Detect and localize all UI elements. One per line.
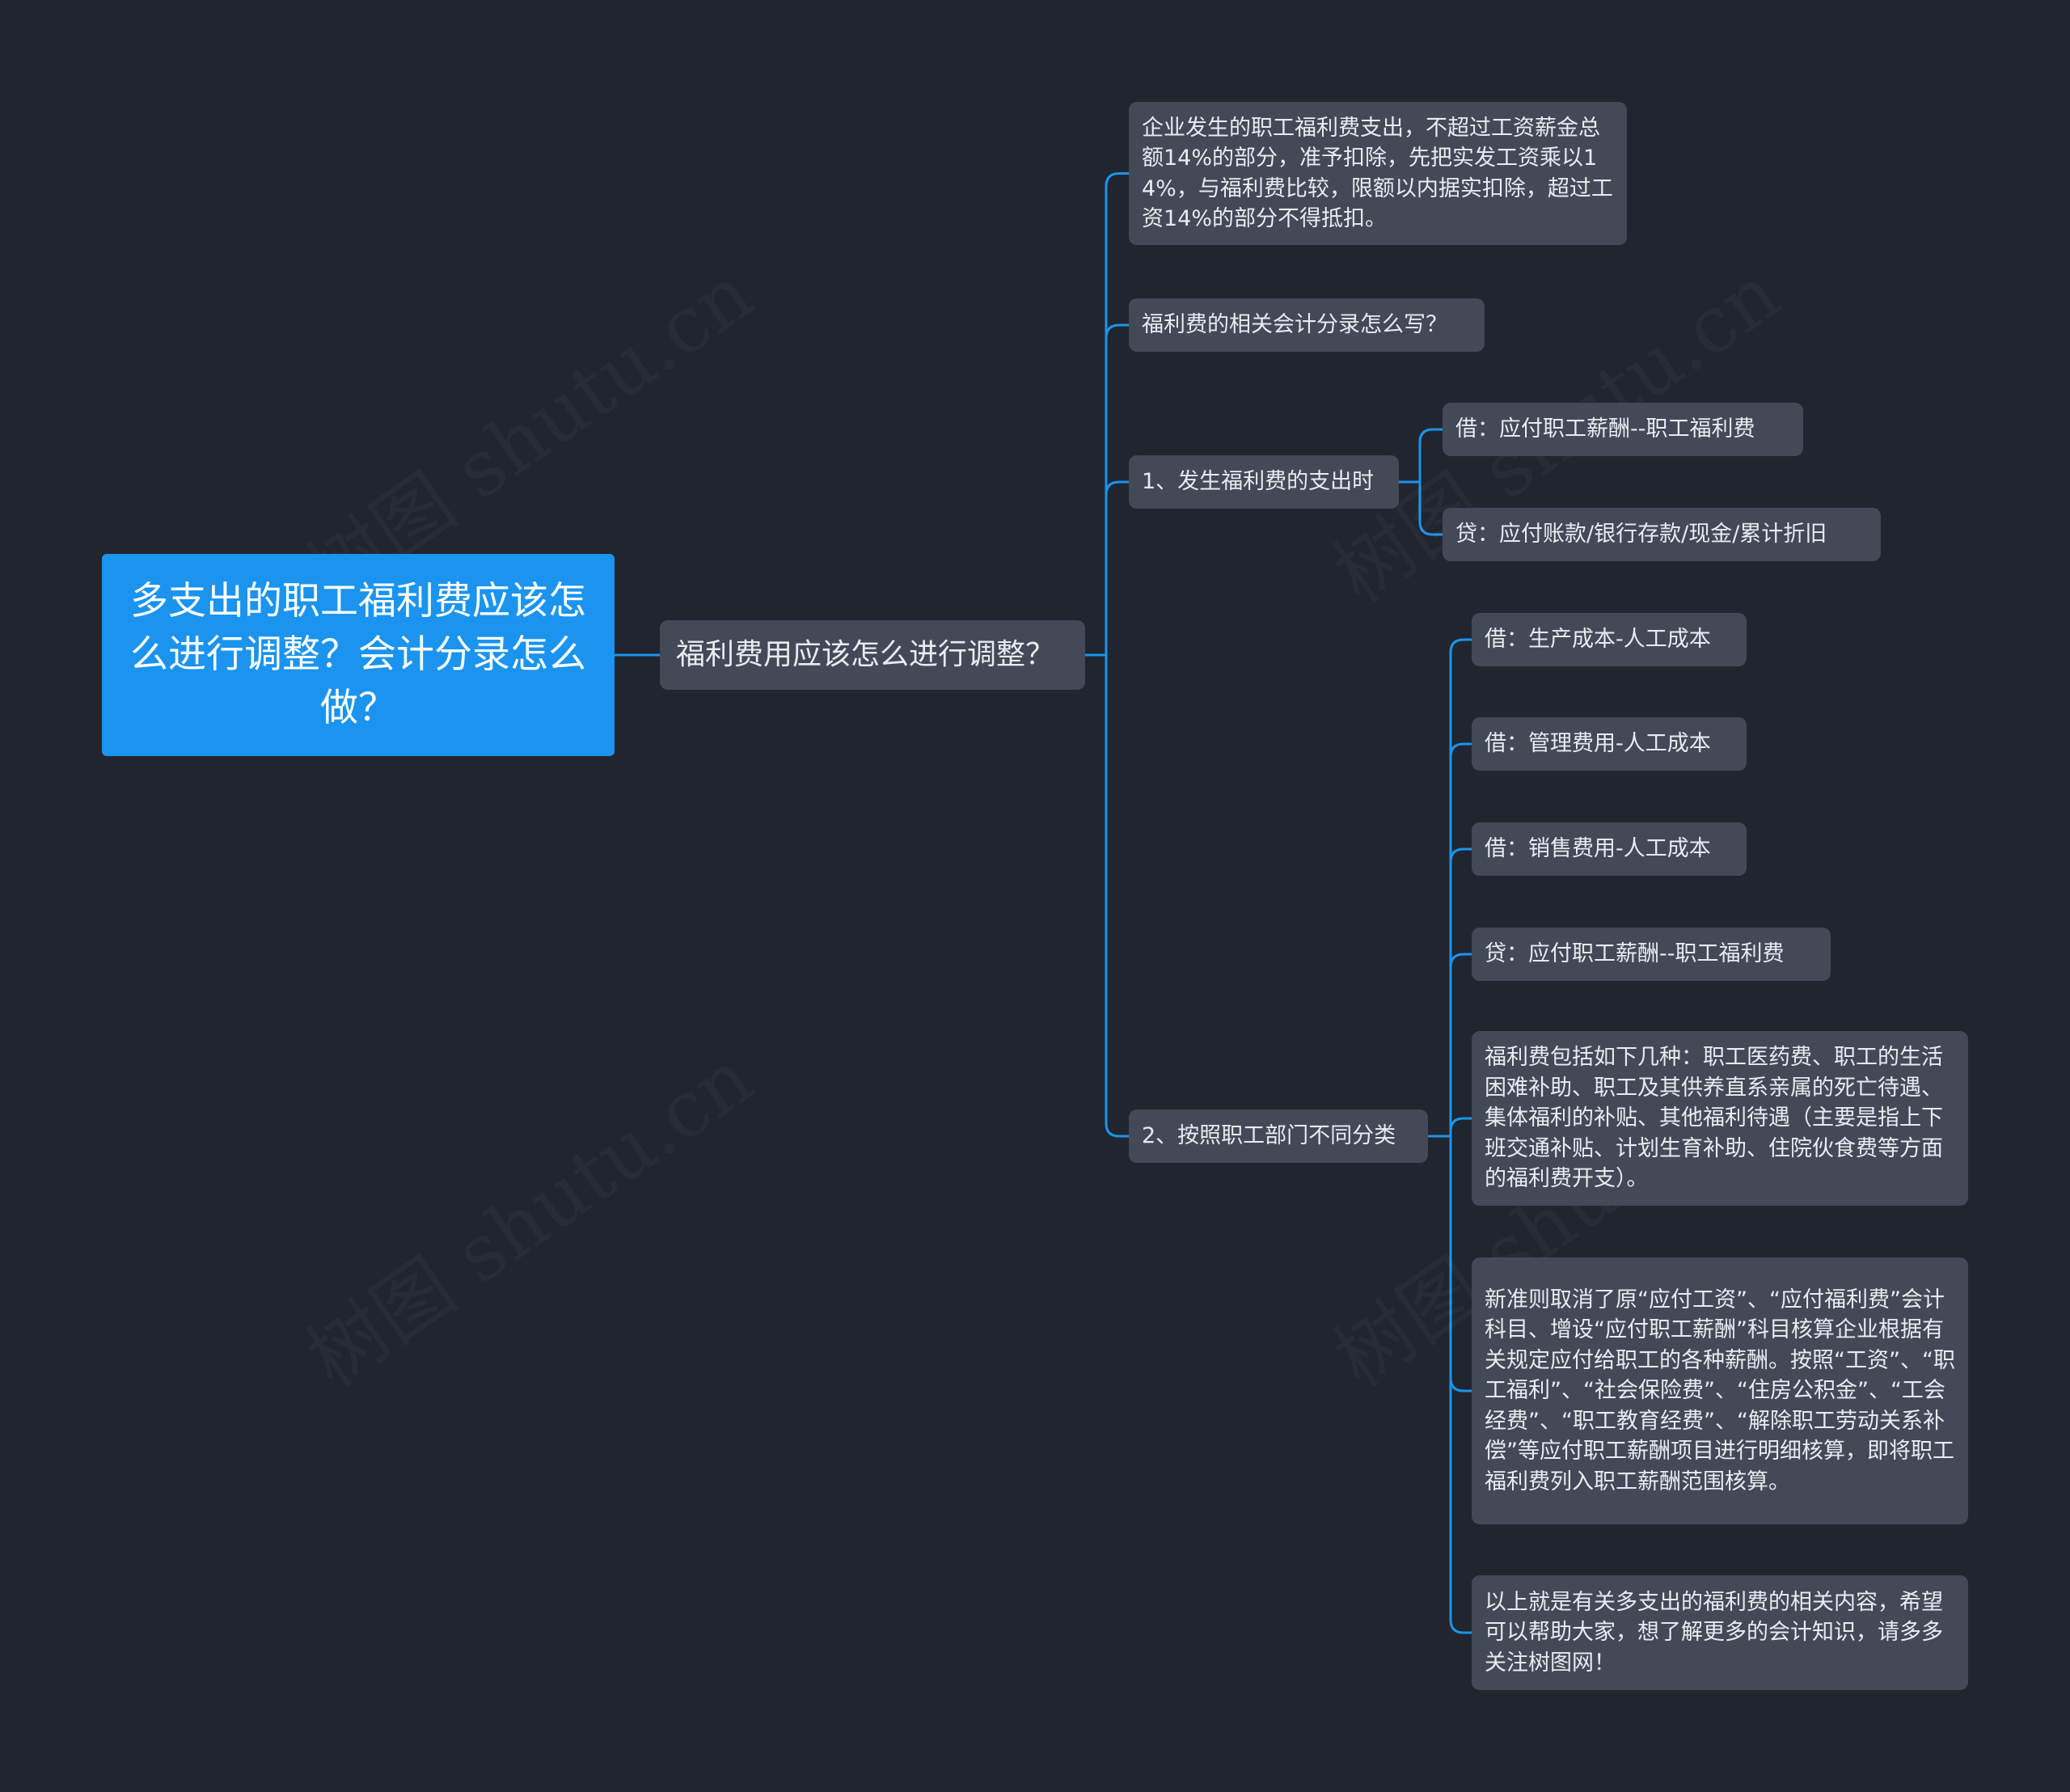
- entry-debit-welfare[interactable]: 借：应付职工薪酬--职工福利费: [1443, 403, 1803, 456]
- topic-entry-question[interactable]: 福利费的相关会计分录怎么写？: [1129, 298, 1485, 352]
- entry-credit-welfare[interactable]: 贷：应付职工薪酬--职工福利费: [1472, 928, 1831, 981]
- topic-expense-occurs[interactable]: 1、发生福利费的支出时: [1129, 455, 1399, 509]
- topic-deduction-rule[interactable]: 企业发生的职工福利费支出，不超过工资薪金总额14%的部分，准予扣除，先把实发工资…: [1129, 102, 1627, 245]
- root-topic[interactable]: 多支出的职工福利费应该怎么进行调整？会计分录怎么做？: [102, 554, 615, 756]
- entry-debit-sales[interactable]: 借：销售费用-人工成本: [1472, 822, 1747, 876]
- branch-topic[interactable]: 福利费用应该怎么进行调整？: [660, 620, 1085, 690]
- root-topic-label: 多支出的职工福利费应该怎么进行调整？会计分录怎么做？: [130, 579, 586, 730]
- links-group1: [1399, 428, 1443, 536]
- links-branch-level2: [1085, 172, 1129, 1138]
- links-group2: [1428, 638, 1472, 1634]
- note-welfare-types[interactable]: 福利费包括如下几种：职工医药费、职工的生活困难补助、职工及其供养直系亲属的死亡待…: [1472, 1031, 1968, 1206]
- entry-debit-production[interactable]: 借：生产成本-人工成本: [1472, 613, 1747, 666]
- topic-by-department[interactable]: 2、按照职工部门不同分类: [1129, 1109, 1428, 1163]
- entry-debit-admin[interactable]: 借：管理费用-人工成本: [1472, 717, 1747, 771]
- entry-credit-payables[interactable]: 贷：应付账款/银行存款/现金/累计折旧: [1443, 508, 1881, 561]
- branch-topic-label: 福利费用应该怎么进行调整？: [676, 638, 1055, 671]
- note-conclusion[interactable]: 以上就是有关多支出的福利费的相关内容，希望可以帮助大家，想了解更多的会计知识，请…: [1472, 1575, 1968, 1690]
- note-new-standard[interactable]: 新准则取消了原“应付工资”、“应付福利费”会计科目、增设“应付职工薪酬”科目核算…: [1472, 1257, 1968, 1524]
